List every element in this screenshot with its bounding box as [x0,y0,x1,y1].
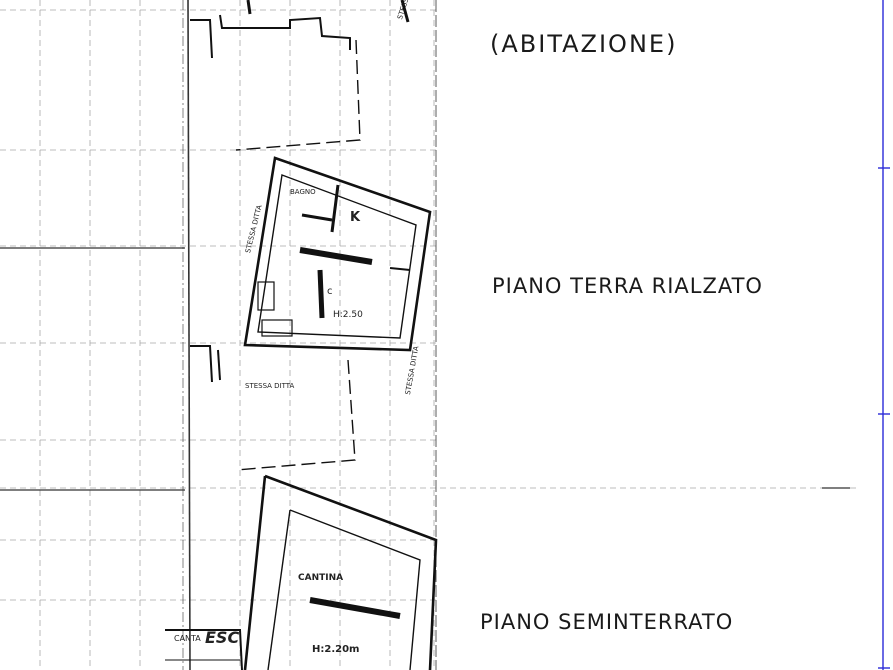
room-c-label: c [327,286,333,297]
bagno-label: BAGNO [290,188,316,196]
height-upper-label: H:2.50 [333,310,363,320]
height-lower-label: H:2.20m [312,644,360,655]
abitazione-label: (ABITAZIONE) [490,30,678,58]
stair-label: ESC [205,628,240,647]
piano-terra-label: PIANO TERRA RIALZATO [492,274,763,298]
grid-lines [0,0,860,670]
lower-building [165,474,438,670]
middle-building [190,156,432,471]
kitchen-label: K [350,210,361,225]
piano-seminterrato-label: PIANO SEMINTERRATO [480,610,734,634]
upper-building [190,0,410,151]
axis-lines [0,0,850,670]
cantina-label: CANTINA [298,573,344,583]
stair-prefix-label: CANTA [174,634,201,643]
blue-rule [878,0,890,670]
stessa-ditta-annotation-3: STESSA DITTA [245,382,295,390]
